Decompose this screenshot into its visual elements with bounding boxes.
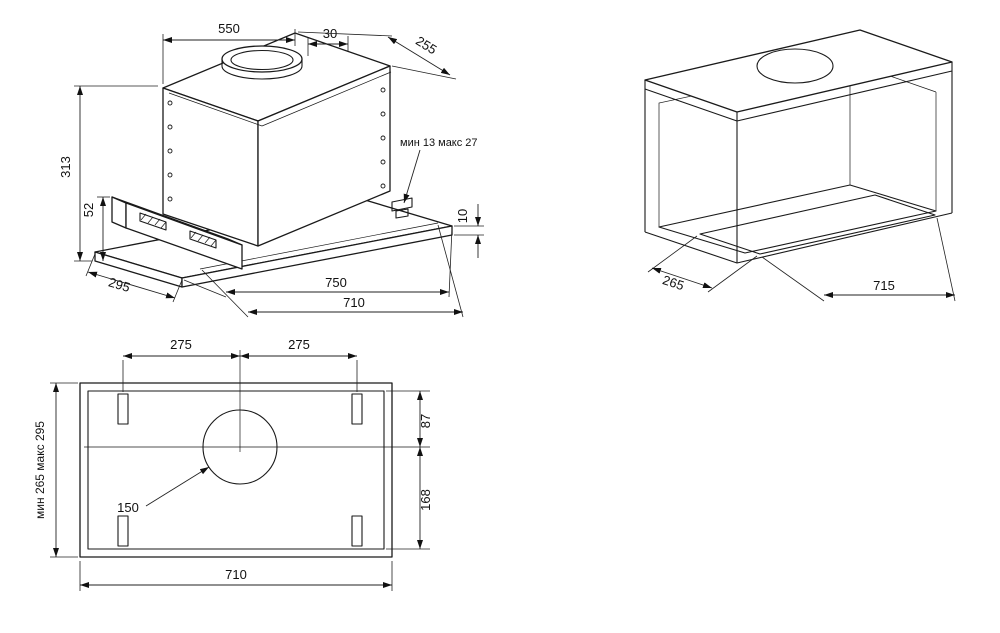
- bottom-plan-view: 275 275 87 168 150 мин 265 макс 295: [33, 337, 433, 591]
- cabinet-cutout-view: 265 715: [644, 29, 956, 302]
- dim-plan-depth-range: мин 265 макс 295: [33, 382, 78, 558]
- dim-plan-width: 710: [79, 561, 393, 591]
- mounting-slot: [117, 393, 129, 425]
- dim-313-label: 313: [58, 156, 73, 178]
- dim-duct-diameter: 150: [117, 466, 210, 515]
- dim-550-label: 550: [218, 21, 240, 36]
- duct-collar: [221, 45, 303, 80]
- dim-depth-range-label: мин 265 макс 295: [33, 421, 47, 519]
- dim-295-label: 295: [107, 274, 132, 295]
- plan-outline: [79, 350, 430, 558]
- dim-cutout-depth: 265: [647, 235, 758, 293]
- dim-plan-710-label: 710: [225, 567, 247, 582]
- cabinet-box: [644, 29, 953, 264]
- mounting-slot: [351, 393, 363, 425]
- dim-52-label: 52: [81, 203, 96, 217]
- dim-715-label: 715: [873, 278, 895, 293]
- dim-87-label: 87: [418, 414, 433, 428]
- dim-275-right-label: 275: [288, 337, 310, 352]
- dim-cutout-width: 715: [761, 217, 956, 302]
- mounting-slot: [117, 515, 129, 547]
- dim-lip-height: 10: [454, 204, 484, 258]
- filter-panel: [111, 196, 243, 270]
- screw-marks: [167, 87, 386, 202]
- dim-duct-from-back: 168: [386, 447, 433, 550]
- dim-body-width: 550: [162, 21, 296, 84]
- mounting-slot: [351, 515, 363, 547]
- dim-168-label: 168: [418, 489, 433, 511]
- dim-frame-inner-width: 710: [201, 224, 464, 318]
- dim-750-label: 750: [325, 275, 347, 290]
- dim-duct-from-front: 87: [386, 390, 433, 447]
- hood-body: [162, 32, 392, 247]
- gap-note: мин 13 макс 27: [400, 137, 478, 204]
- dim-265-label: 265: [661, 272, 686, 293]
- dim-frame-depth: 295: [85, 253, 183, 303]
- dim-710-label: 710: [343, 295, 365, 310]
- gap-note-label: мин 13 макс 27: [400, 137, 478, 149]
- dim-total-height: 313: [58, 85, 158, 262]
- dim-275-left-label: 275: [170, 337, 192, 352]
- dim-filter-height: 52: [81, 196, 110, 261]
- dim-150-label: 150: [117, 500, 139, 515]
- dim-255-label: 255: [413, 33, 439, 57]
- dim-duct-centering: 275 275: [122, 337, 358, 392]
- dim-10-label: 10: [455, 209, 470, 223]
- dim-frame-outer-width: 750: [183, 227, 453, 298]
- hood-isometric-view: 550 30 255 313 52 29: [58, 21, 484, 318]
